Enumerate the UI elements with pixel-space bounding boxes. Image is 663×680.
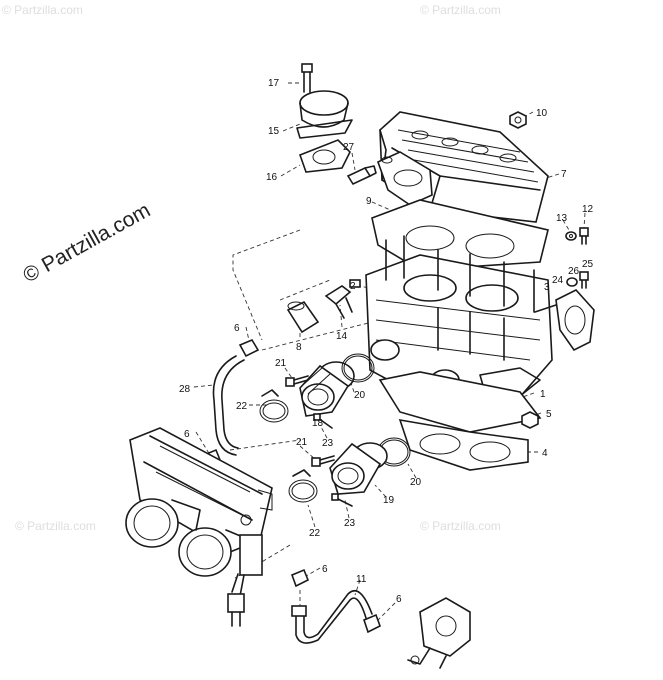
watermark-top-left: © Partzilla.com <box>2 3 83 17</box>
part-12-bolt <box>579 227 589 245</box>
part-22-clamp-lower <box>288 469 318 503</box>
part-3-stud <box>534 304 557 313</box>
callout-9: 9 <box>366 196 372 207</box>
callout-6-mid: 6 <box>184 429 190 440</box>
part-13-washer <box>565 231 577 241</box>
callout-6-upper: 6 <box>234 323 240 334</box>
callout-25: 25 <box>582 259 594 270</box>
part-26-washer <box>566 277 578 287</box>
callout-23-upper: 23 <box>322 438 334 449</box>
part-8-plug <box>286 300 320 334</box>
callout-26: 26 <box>568 266 580 277</box>
callout-17: 17 <box>268 78 280 89</box>
callout-28: 28 <box>179 384 191 395</box>
part-18-intake-boot <box>299 361 355 417</box>
part-19-intake-boot <box>329 442 388 495</box>
callout-6-bottom: 6 <box>396 594 402 605</box>
watermark-top-right: © Partzilla.com <box>420 3 501 17</box>
watermark-bottom-left: © Partzilla.com <box>15 519 96 533</box>
part-23-screw-lower <box>331 493 353 507</box>
part-20-o-ring-upper <box>341 353 375 383</box>
part-7-cylinder-head <box>376 111 549 223</box>
callout-27: 27 <box>343 142 355 153</box>
part-22-clamp-upper <box>259 389 289 423</box>
callout-24: 24 <box>552 275 564 286</box>
callout-11: 11 <box>356 574 367 585</box>
callout-5: 5 <box>546 409 552 420</box>
part-28-hose <box>212 355 245 456</box>
part-23-screw-upper <box>313 413 333 429</box>
part-16-gasket <box>298 139 351 173</box>
callout-2: 2 <box>350 281 356 292</box>
callout-10: 10 <box>536 108 548 119</box>
throttle-body-assembly <box>125 427 273 627</box>
callout-16: 16 <box>266 172 278 183</box>
part-17-bolt <box>301 63 313 93</box>
callout-8: 8 <box>296 342 302 353</box>
part-9-head-gasket <box>371 199 549 271</box>
part-6-clamp-a <box>238 338 260 358</box>
callout-7: 7 <box>561 169 567 180</box>
part-14-temp-sensor <box>324 279 361 319</box>
callout-20-upper: 20 <box>354 390 366 401</box>
callout-1: 1 <box>540 389 546 400</box>
watermark-bottom-right: © Partzilla.com <box>420 519 501 533</box>
part-27-sensor <box>346 165 377 186</box>
partzilla-watermark: © Partzilla.com <box>19 199 154 288</box>
callout-6-lower: 6 <box>322 564 328 575</box>
callout-13: 13 <box>556 213 568 224</box>
part-6-clamp-c <box>290 568 310 588</box>
callout-22-lower: 22 <box>309 528 321 539</box>
callout-19: 19 <box>383 495 395 506</box>
part-10-nut <box>509 111 527 129</box>
part-1-gasket <box>378 371 542 433</box>
part-24-exhaust-gasket <box>555 289 595 352</box>
callout-14: 14 <box>336 331 348 342</box>
callout-18: 18 <box>312 418 324 429</box>
callout-labels: 17 15 16 27 10 7 9 13 12 2 14 8 24 26 25… <box>179 78 594 605</box>
part-21-bolt-lower <box>311 455 335 467</box>
callout-21-lower: 21 <box>296 437 308 448</box>
callout-21-upper: 21 <box>275 358 287 369</box>
callout-12: 12 <box>582 204 594 215</box>
part-25-bolt <box>579 271 589 289</box>
part-6-clamp-d <box>363 613 381 634</box>
part-21-bolt-upper <box>285 375 309 387</box>
callout-20-lower: 20 <box>410 477 422 488</box>
part-11-hose <box>291 589 373 644</box>
callout-22-upper: 22 <box>236 401 248 412</box>
part-5-nut <box>521 411 539 429</box>
callout-15: 15 <box>268 126 280 137</box>
water-pump-fitting <box>407 597 471 669</box>
callout-3: 3 <box>544 282 550 293</box>
callout-23-lower: 23 <box>344 518 356 529</box>
part-15-thermostat-cover <box>296 90 353 139</box>
callout-4: 4 <box>542 448 548 459</box>
